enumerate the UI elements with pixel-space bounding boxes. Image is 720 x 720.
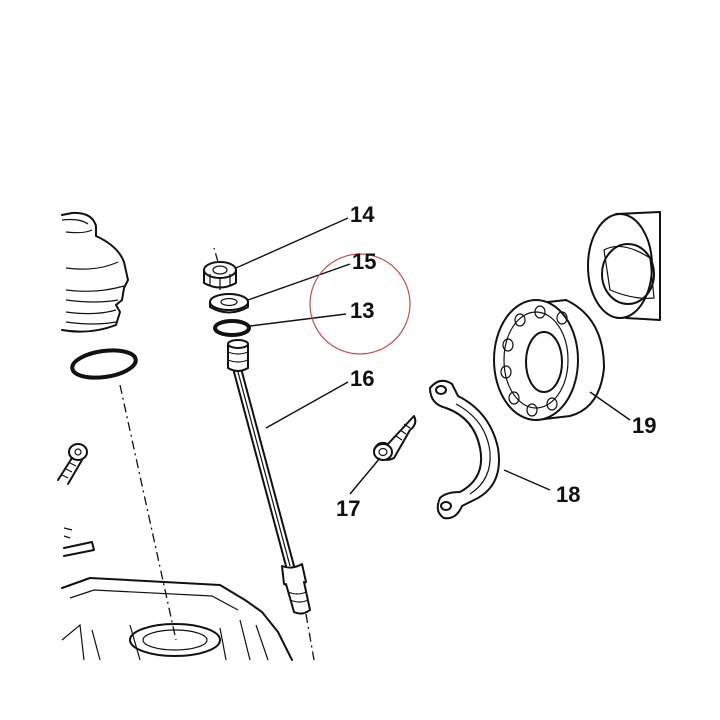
callout-14: 14 (350, 202, 375, 227)
part-13-o-ring (213, 319, 251, 337)
left-o-ring (70, 348, 138, 380)
boot-assembly (61, 211, 129, 333)
left-bolt (57, 443, 88, 485)
part-15-washer (209, 293, 249, 314)
part-18-clamp (429, 379, 500, 520)
left-pin (63, 527, 95, 557)
callout-18: 18 (556, 482, 581, 507)
callout-16: 16 (350, 366, 375, 391)
part-16-rod (213, 247, 315, 661)
callout-13: 13 (350, 298, 375, 323)
lower-housing (61, 577, 293, 661)
part-17-bolt (373, 415, 417, 461)
left-axis-line (119, 384, 177, 641)
part-19-bearing (493, 299, 605, 421)
callout-19: 19 (632, 413, 657, 438)
leader-lines (235, 217, 631, 495)
part-14-nut (203, 261, 237, 290)
highlight-circle (309, 253, 411, 355)
callout-17: 17 (336, 496, 361, 521)
callout-15: 15 (352, 249, 377, 274)
sleeve (587, 211, 661, 321)
